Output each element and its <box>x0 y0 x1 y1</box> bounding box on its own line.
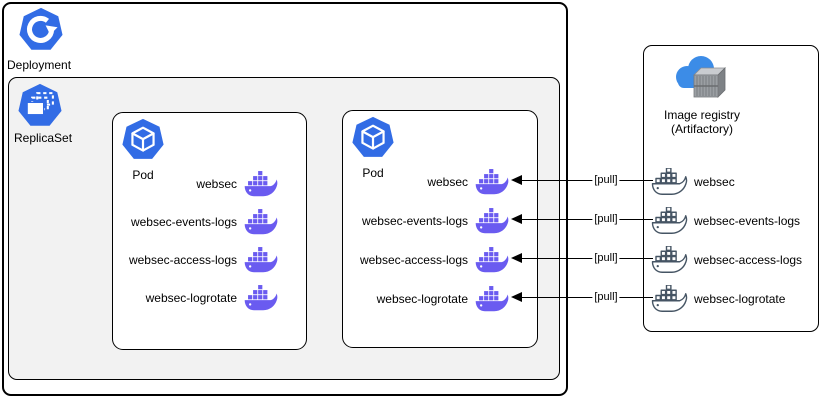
docker-whale-outline-icon <box>650 207 690 235</box>
arrow-line <box>519 258 653 259</box>
container-name: websec-events-logs <box>361 214 468 228</box>
docker-whale-icon <box>474 247 511 274</box>
container-name: websec-events-logs <box>130 215 237 229</box>
docker-whale-icon <box>474 208 511 235</box>
pod-container-list: websec websec-events-logs websec-access-… <box>351 168 511 313</box>
image-registry-box: Image registry (Artifactory) websec webs… <box>643 45 819 332</box>
docker-whale-icon <box>243 171 280 198</box>
arrow-line <box>519 219 653 220</box>
image-row: websec-access-logs <box>650 246 816 274</box>
pull-arrow-3: [pull] <box>511 245 653 273</box>
image-row: websec-logrotate <box>650 285 816 313</box>
image-name: websec-events-logs <box>694 214 801 228</box>
registry-title-line2: (Artifactory) <box>670 122 733 136</box>
container-name: websec-access-logs <box>359 253 468 267</box>
pull-label: [pull] <box>592 212 620 227</box>
pod-label: Pod <box>132 168 154 182</box>
pull-label: [pull] <box>592 251 620 266</box>
image-name: websec-access-logs <box>694 253 803 267</box>
pull-arrow-4: [pull] <box>511 284 653 312</box>
arrow-line <box>519 297 653 298</box>
docker-whale-outline-icon <box>650 285 690 313</box>
container-name: websec <box>427 175 468 189</box>
image-row: websec-events-logs <box>650 207 816 235</box>
container-row: websec-events-logs <box>121 208 280 236</box>
pod-box-1: Pod websec websec-events-logs websec-acc… <box>112 112 307 350</box>
pod-box-2: Pod websec websec-events-logs websec-acc… <box>342 110 538 348</box>
pod-label: Pod <box>362 166 384 180</box>
pod-icon <box>352 116 394 157</box>
docker-whale-icon <box>474 169 511 196</box>
pull-label: [pull] <box>592 173 620 188</box>
container-name: websec-access-logs <box>128 253 237 267</box>
docker-whale-icon <box>474 286 511 313</box>
docker-whale-outline-icon <box>650 168 690 196</box>
replicaset-label: ReplicaSet <box>14 131 73 145</box>
arrowhead-left-icon <box>511 175 522 185</box>
arrowhead-left-icon <box>511 253 522 263</box>
pod-icon <box>122 118 164 159</box>
deployment-icon <box>19 7 63 50</box>
container-name: websec-logrotate <box>145 291 237 305</box>
replicaset-icon <box>18 83 62 126</box>
image-name: websec-logrotate <box>694 292 786 306</box>
container-row: websec-logrotate <box>121 284 280 312</box>
docker-whale-icon <box>243 247 280 274</box>
docker-whale-icon <box>243 209 280 236</box>
registry-title: Image registry (Artifactory) <box>644 108 760 136</box>
arrow-line <box>519 180 653 181</box>
arrowhead-left-icon <box>511 292 522 302</box>
pull-arrow-1: [pull] <box>511 167 653 195</box>
docker-whale-icon <box>243 285 280 312</box>
arrowhead-left-icon <box>511 214 522 224</box>
deployment-label: Deployment <box>7 58 72 72</box>
image-registry-icon <box>676 56 726 98</box>
pull-arrow-2: [pull] <box>511 206 653 234</box>
pod-container-list: websec websec-events-logs websec-access-… <box>121 170 280 312</box>
container-row: websec-logrotate <box>351 285 511 313</box>
pull-label: [pull] <box>592 290 620 305</box>
container-row: websec-events-logs <box>351 207 511 235</box>
container-name: websec <box>196 177 237 191</box>
container-row: websec-access-logs <box>351 246 511 274</box>
image-row: websec <box>650 168 816 196</box>
container-row: websec <box>121 170 280 198</box>
registry-image-list: websec websec-events-logs websec-access-… <box>650 168 816 313</box>
container-name: websec-logrotate <box>376 292 468 306</box>
container-row: websec <box>351 168 511 196</box>
docker-whale-outline-icon <box>650 246 690 274</box>
registry-title-line1: Image registry <box>663 108 741 122</box>
container-row: websec-access-logs <box>121 246 280 274</box>
image-name: websec <box>694 175 735 189</box>
